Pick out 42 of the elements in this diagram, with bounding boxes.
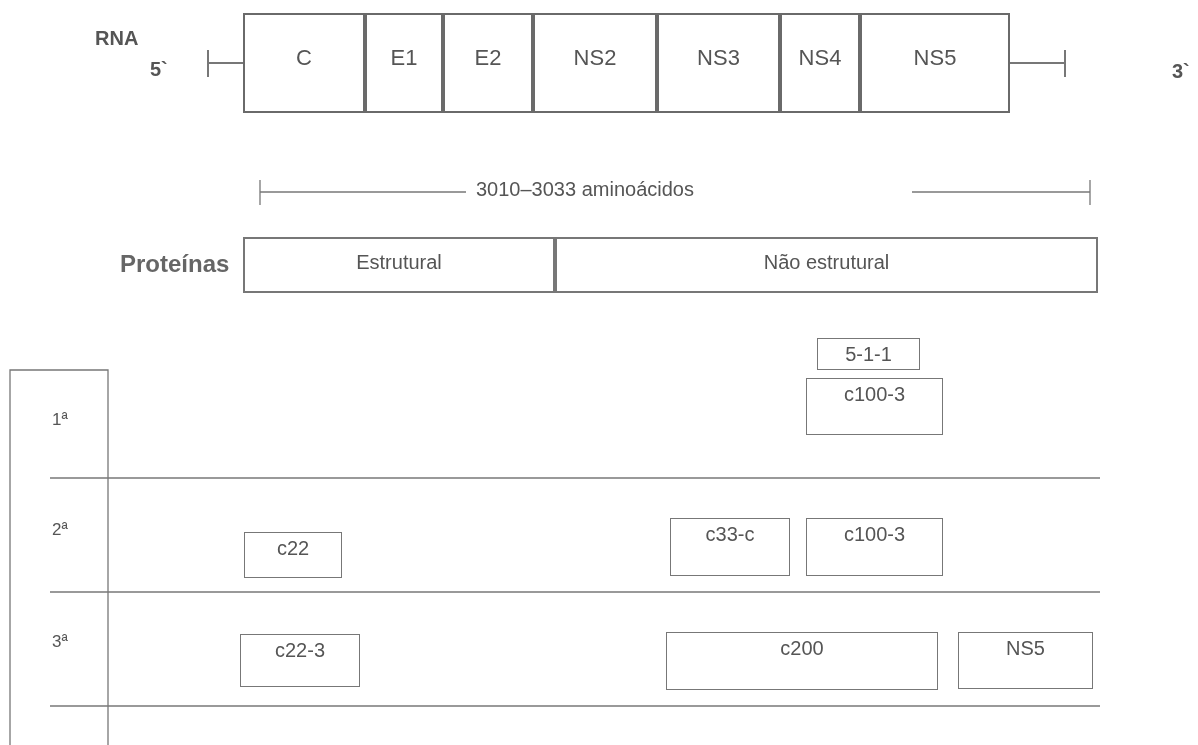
genome-segment <box>860 13 1010 113</box>
protein-region-box <box>243 237 555 293</box>
segment-label: c22-3 <box>275 639 325 662</box>
antigen-box <box>958 632 1093 689</box>
antigen-box <box>806 518 943 576</box>
antigen-box <box>244 532 342 578</box>
three-prime-label: 3` <box>1172 60 1190 83</box>
rna-label: RNA <box>95 27 139 50</box>
five-prime-label: 5` <box>150 58 168 81</box>
segment-label: c200 <box>780 637 824 660</box>
genome-segment <box>443 13 533 113</box>
segment-label: C <box>296 45 312 71</box>
genome-segment <box>780 13 860 113</box>
genome-segment <box>243 13 365 113</box>
segment-label: c100-3 <box>843 383 906 406</box>
genome-segment <box>533 13 657 113</box>
protein-row-label: Proteínas <box>120 250 230 278</box>
length-label: 3010–3033 aminoácidos <box>476 178 694 201</box>
segment-label: E2 <box>474 45 502 71</box>
segment-label: NS2 <box>573 45 617 71</box>
generation-label: 1ª <box>52 410 68 430</box>
generation-label: 3ª <box>52 632 68 652</box>
segment-label: c22 <box>276 537 310 560</box>
protein-region-box <box>555 237 1098 293</box>
segment-label: NS5 <box>913 45 957 71</box>
generation-label: 2ª <box>52 520 68 540</box>
segment-label: Não estrutural <box>763 251 890 274</box>
segment-label: E1 <box>390 45 418 71</box>
genome-segment <box>657 13 780 113</box>
antigen-box <box>240 634 360 687</box>
segment-label: NS5 <box>1006 637 1045 660</box>
segment-label: Estrutural <box>356 251 442 274</box>
genome-segment <box>365 13 443 113</box>
antigen-box <box>806 378 943 435</box>
segment-label: NS4 <box>798 45 842 71</box>
segment-label: 5-1-1 <box>845 343 892 366</box>
segment-label: c100-3 <box>843 523 906 546</box>
segment-label: c33-c <box>705 523 755 546</box>
antigen-box <box>670 518 790 576</box>
segment-label: NS3 <box>697 45 740 71</box>
antigen-box <box>817 338 920 370</box>
antigen-box <box>666 632 938 690</box>
